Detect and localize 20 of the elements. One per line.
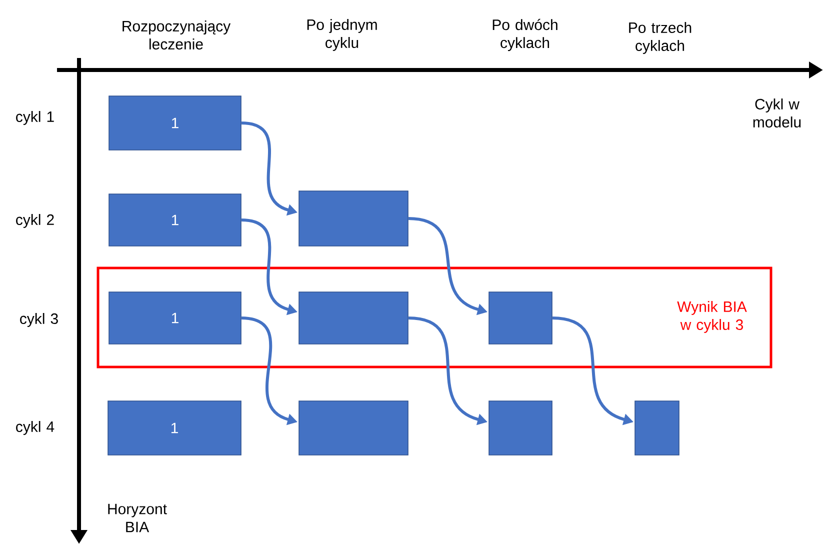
column-header: Po jednym cyklu <box>307 19 377 51</box>
column-header: Rozpoczynający leczenie <box>122 20 231 50</box>
empty-box <box>634 400 680 456</box>
row-label: cykl 2 <box>16 214 54 228</box>
row-label: cykl 1 <box>16 111 54 125</box>
process-box: 1 <box>108 292 242 344</box>
empty-box <box>488 400 552 456</box>
row-label: cykl 3 <box>20 313 58 327</box>
empty-box <box>298 292 408 344</box>
process-box: 1 <box>108 400 242 456</box>
axis-label: Horyzont BIA <box>108 504 167 532</box>
process-box: 1 <box>108 194 242 246</box>
column-header: Po dwóch cyklach <box>492 18 558 52</box>
process-box: 1 <box>108 96 242 150</box>
axis-label: Cykl w modelu <box>753 98 801 128</box>
empty-box <box>488 292 552 344</box>
empty-box <box>298 400 408 456</box>
empty-box <box>298 190 408 246</box>
row-label: cykl 4 <box>16 421 54 435</box>
column-header: Po trzech cyklach <box>629 22 692 54</box>
